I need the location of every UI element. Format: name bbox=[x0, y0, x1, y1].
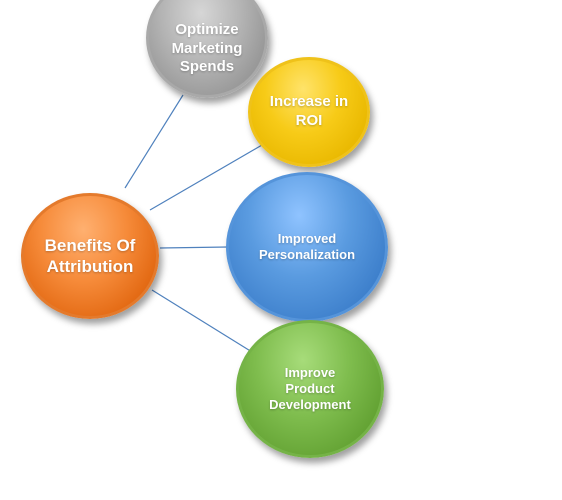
connector-product bbox=[151, 289, 253, 353]
center-label: Benefits Of Attribution bbox=[44, 235, 136, 276]
connector-optimize bbox=[124, 94, 184, 189]
node-improve-product-development: Improve Product Development bbox=[236, 320, 384, 458]
node-label: Improved Personalization bbox=[258, 230, 356, 262]
connector-roi bbox=[149, 144, 263, 211]
node-label: Improve Product Development bbox=[269, 364, 351, 413]
node-optimize-marketing-spends: Optimize Marketing Spends bbox=[146, 0, 268, 98]
connector-personalization bbox=[159, 246, 229, 249]
node-increase-in-roi: Increase in ROI bbox=[248, 57, 370, 167]
node-label: Optimize Marketing Spends bbox=[171, 20, 243, 76]
node-improved-personalization: Improved Personalization bbox=[226, 172, 388, 322]
node-label: Increase in ROI bbox=[269, 93, 349, 129]
node-benefits-of-attribution: Benefits Of Attribution bbox=[21, 193, 159, 319]
